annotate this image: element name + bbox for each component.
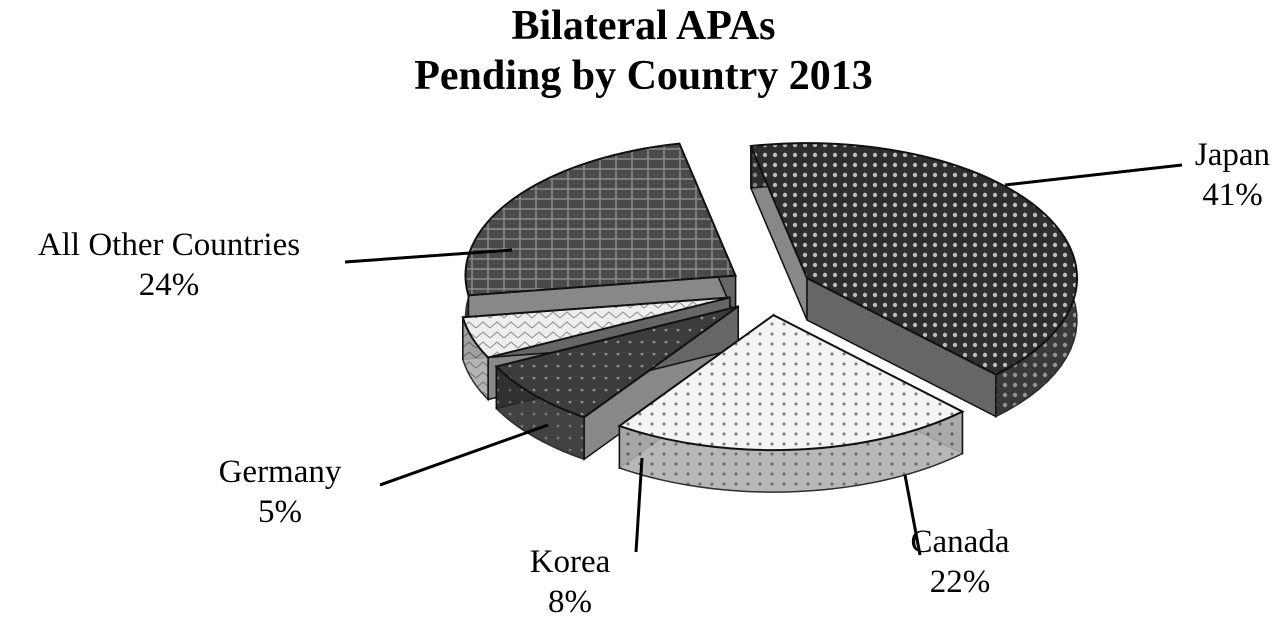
leader-line-canada [903, 474, 922, 556]
label-germany-name: Germany [218, 454, 342, 490]
label-japan-name: Japan [1194, 137, 1271, 173]
label-canada-value: 22% [929, 564, 991, 600]
leader-line-korea [634, 457, 644, 553]
label-germany: Germany 5% [200, 452, 360, 532]
label-canada-name: Canada [910, 524, 1010, 560]
pie-slice-side-shade [619, 411, 963, 493]
leader-line-others [344, 248, 513, 264]
leader-line-japan [1004, 163, 1183, 187]
pie-slice-top [494, 305, 739, 419]
chart-title-line-2: Pending by Country 2013 [414, 53, 873, 99]
label-germany-value: 5% [258, 494, 302, 530]
label-korea: Korea 8% [515, 542, 625, 622]
label-canada: Canada 22% [900, 522, 1020, 602]
pie-slice-top [617, 313, 965, 452]
label-others-name: All Other Countries [37, 227, 301, 263]
leader-line-germany [379, 423, 549, 487]
label-korea-name: Korea [529, 544, 611, 580]
pie-slice-top [464, 142, 737, 297]
pie-slice-top [461, 296, 731, 359]
chart-title-line-1: Bilateral APAs [511, 3, 776, 49]
pie-slice-korea [494, 305, 739, 461]
label-japan: Japan 41% [1180, 135, 1285, 215]
label-japan-value: 41% [1202, 177, 1263, 213]
pie-slice-top [749, 142, 1078, 376]
label-others: All Other Countries 24% [0, 225, 338, 305]
label-korea-value: 8% [548, 584, 592, 620]
pie-slice-japan [749, 142, 1078, 418]
pie-slice-side-shade [496, 366, 585, 460]
pie-slice-canada [617, 313, 965, 493]
label-others-value: 24% [138, 267, 200, 303]
pie-slice-side-shade [462, 317, 489, 400]
